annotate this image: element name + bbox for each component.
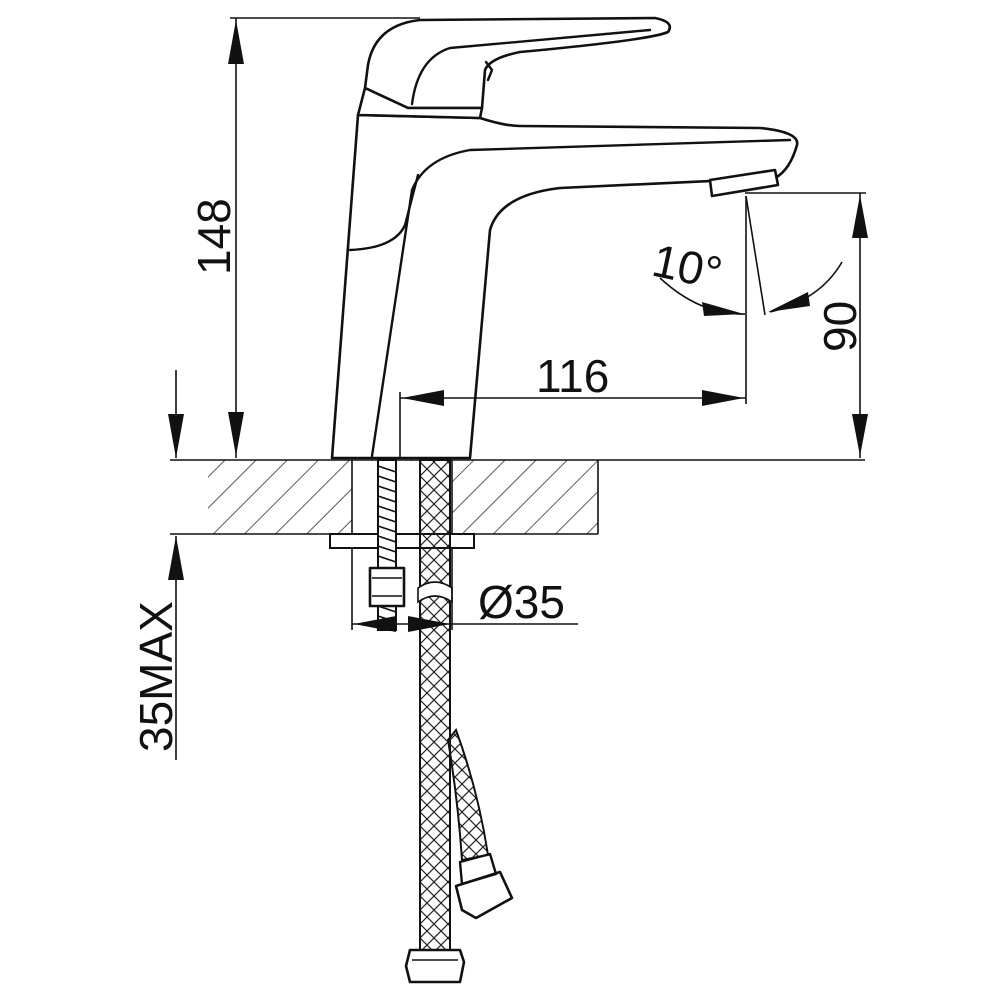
dimension-label-116: 116 bbox=[536, 350, 609, 402]
dimension-label-10-degrees: 10° bbox=[648, 234, 727, 299]
dimension-height-148: 148 bbox=[188, 17, 420, 458]
dimension-hole-diameter: Ø35 bbox=[351, 548, 578, 632]
faucet-lever-handle bbox=[356, 16, 672, 120]
braided-hose-main bbox=[404, 459, 466, 984]
faucet-body bbox=[330, 113, 799, 460]
braided-hose-secondary bbox=[446, 727, 514, 920]
dimension-label-90: 90 bbox=[814, 301, 866, 352]
dimension-deck-thickness: 35MAX bbox=[130, 370, 184, 760]
countertop-section bbox=[170, 459, 865, 535]
dimension-label-diameter-35: Ø35 bbox=[478, 576, 565, 628]
dimension-label-148: 148 bbox=[188, 198, 240, 275]
dimension-reach-116: 116 bbox=[399, 196, 747, 458]
dimension-spray-angle: 10° bbox=[648, 195, 843, 316]
dimension-spout-height-90: 90 bbox=[745, 192, 868, 458]
mounting-flange bbox=[329, 533, 475, 549]
dimension-label-35max: 35MAX bbox=[130, 601, 182, 752]
